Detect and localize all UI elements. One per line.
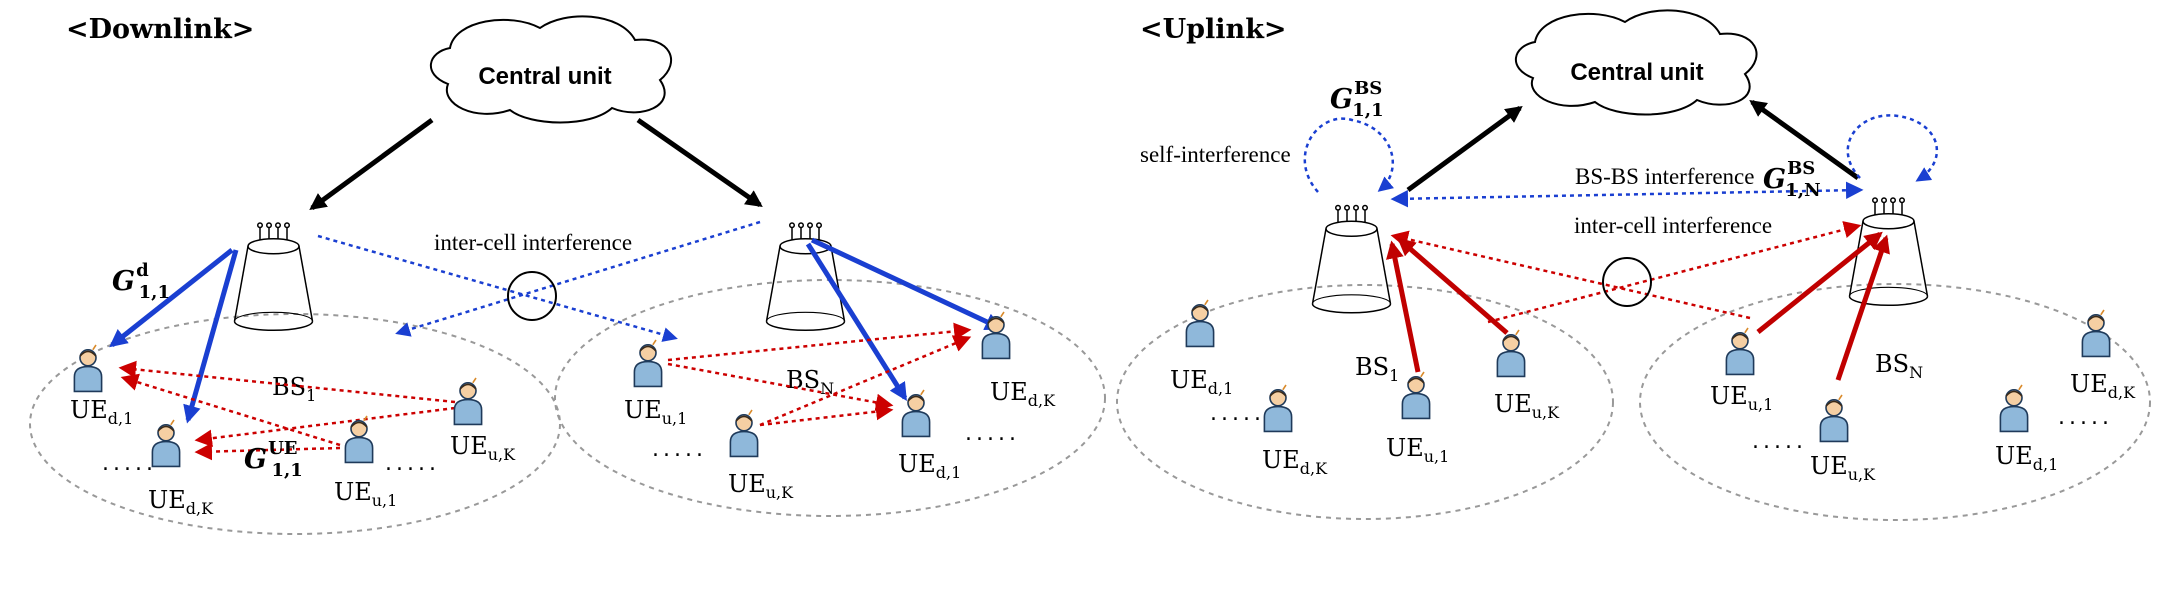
uplink-ue-d1 (1185, 299, 1215, 348)
downlink-ue-ue-interference-cell-n (667, 322, 972, 427)
downlink-cell-1-ellipsis-right: ..... (385, 451, 440, 476)
uplink-ue-u1-to-bs1 (1386, 240, 1421, 373)
downlink-ue-n-u1 (633, 339, 663, 388)
downlink-cu-to-bsn-link (636, 117, 763, 208)
uplink-ue-uk-label: UEu,K (1494, 390, 1560, 422)
downlink-cell-n-ellipsis-right: ..... (965, 421, 1020, 446)
downlink-ue-uk-label: UEu,K (450, 432, 516, 464)
uplink-bs-bs-interference-label: BS-BS interference (1575, 164, 1754, 189)
uplink-ue-dk (1263, 384, 1293, 433)
downlink-ue-d1 (73, 344, 103, 393)
uplink-ue-n-u1 (1725, 327, 1755, 376)
uplink-cell-1-ellipsis: ..... (1210, 401, 1265, 426)
downlink-ue-n-u1-label: UEu,1 (624, 396, 687, 428)
uplink-ue-n-dk (2081, 309, 2111, 358)
downlink-ue-dk-label: UEd,K (148, 486, 214, 518)
uplink-ue-n-dk-label: UEd,K (2070, 370, 2136, 402)
downlink-ue-u1 (344, 415, 374, 464)
uplink-central-unit-cloud (1514, 9, 1758, 116)
uplink-title: <Uplink> (1140, 14, 1287, 45)
downlink-inter-cell-interference-2 (395, 220, 761, 337)
uplink-ue-u1 (1401, 371, 1431, 420)
uplink-bs1-to-cu-link (1406, 105, 1523, 193)
uplink-panel: <Uplink> Central unit BS1 BSN self-inter… (1116, 9, 2151, 521)
uplink-inter-cell-interference-1 (1390, 230, 1751, 320)
uplink-ue-n-uk-label: UEu,K (1810, 452, 1876, 484)
uplink-central-unit-label: Central unit (1570, 59, 1703, 86)
uplink-self-interference-loop-bsn (1846, 114, 1938, 182)
downlink-interference-marker (507, 271, 557, 321)
downlink-ue-d1-label: UEd,1 (70, 396, 133, 428)
downlink-bs1-to-ue-d1 (109, 248, 234, 348)
downlink-bs1-to-ue-dk (183, 249, 239, 424)
uplink-ue-n-uk (1819, 394, 1849, 443)
uplink-interference-marker (1602, 257, 1652, 307)
uplink-ue-n-uk-to-bsn (1835, 234, 1890, 381)
downlink-bs-n (765, 222, 846, 332)
uplink-ue-u1-label: UEu,1 (1386, 434, 1449, 466)
downlink-panel: <Downlink> Central unit BS1 BSN inter-ce… (29, 14, 1106, 535)
downlink-bs-1-label: BS1 (272, 373, 316, 405)
downlink-bs-1 (233, 222, 314, 332)
uplink-inter-cell-interference-label: inter-cell interference (1574, 213, 1772, 238)
uplink-bs-bs-interference (1390, 181, 1864, 208)
uplink-inter-cell-interference-2 (1487, 221, 1862, 324)
uplink-self-interference-loop-bs1 (1303, 117, 1395, 193)
downlink-ue-u1-label: UEu,1 (334, 478, 397, 510)
downlink-inter-cell-interference-label: inter-cell interference (434, 230, 632, 255)
uplink-bs-1-label: BS1 (1355, 353, 1399, 385)
downlink-cell-n-ellipsis-left: ..... (652, 437, 707, 462)
downlink-ue-n-d1-label: UEd,1 (898, 450, 961, 482)
downlink-inter-cell-interference-1 (317, 234, 678, 342)
downlink-cell-1-ellipsis-left: ..... (102, 451, 157, 476)
downlink-central-unit-cloud (429, 15, 672, 124)
uplink-ue-n-d1-label: UEd,1 (1995, 442, 2058, 474)
uplink-ue-dk-label: UEd,K (1262, 446, 1328, 478)
downlink-bsn-to-ue-d1 (805, 242, 908, 402)
uplink-ue-n-d1 (1999, 384, 2029, 433)
downlink-cu-to-bs1-link (309, 117, 434, 211)
downlink-ue-n-uk (729, 409, 759, 458)
uplink-cell-n-ellipsis-left: ..... (1752, 429, 1807, 454)
downlink-ue-n-dk-label: UEd,K (990, 378, 1056, 410)
uplink-bsn-to-cu-link (1749, 99, 1860, 181)
downlink-ue-uk (453, 377, 483, 426)
uplink-ue-d1-label: UEd,1 (1170, 366, 1233, 398)
downlink-bsn-to-ue-dk (810, 237, 1004, 331)
uplink-ue-uk (1496, 329, 1526, 378)
uplink-cell-n-boundary (1639, 283, 2151, 521)
uplink-bs-n-label: BSN (1875, 350, 1923, 382)
downlink-central-unit-label: Central unit (478, 63, 611, 90)
uplink-ue-n-u1-to-bsn (1756, 231, 1883, 334)
uplink-ue-uk-to-bs1 (1397, 237, 1509, 335)
uplink-cell-1-boundary (1116, 284, 1614, 520)
downlink-ue-n-uk-label: UEu,K (728, 470, 794, 502)
downlink-title: <Downlink> (66, 14, 254, 45)
uplink-bs-1 (1311, 204, 1392, 314)
uplink-cell-n-ellipsis-right: ..... (2058, 405, 2113, 430)
downlink-ue-ue-interference-cell-1 (118, 360, 456, 461)
uplink-ue-n-u1-label: UEu,1 (1710, 382, 1773, 414)
uplink-self-interference-label: self-interference (1140, 142, 1291, 167)
